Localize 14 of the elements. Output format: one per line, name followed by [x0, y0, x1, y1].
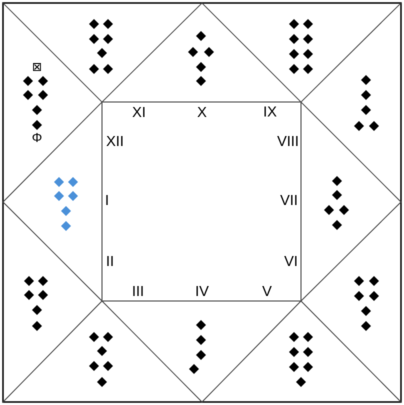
roman-numeral: IV: [196, 286, 209, 296]
roman-numeral: VII: [280, 195, 297, 205]
roman-numeral: X: [198, 107, 207, 117]
roman-numeral: VIII: [277, 136, 298, 146]
roman-numeral: XII: [106, 136, 123, 146]
roman-numeral: VI: [284, 256, 296, 266]
phi-symbol: Φ: [32, 132, 42, 142]
roman-numeral: XI: [132, 107, 145, 117]
crossed-box-symbol: ⊠: [33, 63, 41, 71]
roman-numeral: II: [107, 256, 113, 266]
roman-numeral: V: [262, 286, 272, 296]
roman-numeral: I: [106, 195, 108, 205]
roman-numeral: IX: [264, 106, 277, 116]
roman-numeral: III: [133, 286, 143, 296]
